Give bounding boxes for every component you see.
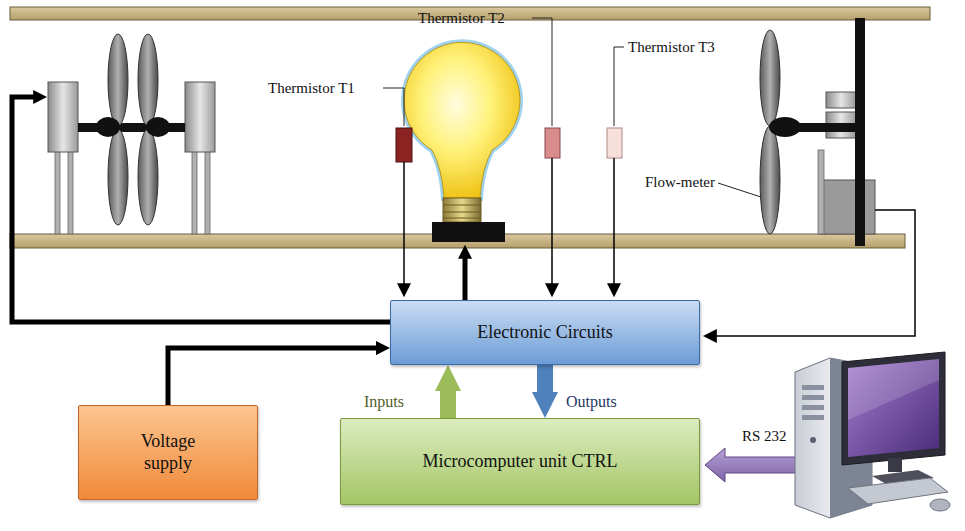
outlet-flow-meter-part bbox=[760, 126, 780, 234]
signal-wires-part bbox=[463, 256, 468, 300]
light-bulb-part bbox=[432, 222, 505, 242]
sensor-label: Flow-meter bbox=[645, 174, 715, 191]
link-label: RS 232 bbox=[742, 428, 787, 445]
output-arrow bbox=[537, 365, 553, 392]
sensor-label: Thermistor T3 bbox=[628, 39, 715, 56]
box-label: Microcomputer unit CTRL bbox=[423, 451, 618, 473]
inlet-fans-part bbox=[108, 129, 128, 225]
outlet-flow-meter-part bbox=[818, 150, 824, 234]
light-bulb-part bbox=[443, 212, 481, 213]
signal-wires-part bbox=[403, 162, 405, 286]
outlet-flow-meter-part bbox=[826, 92, 856, 108]
signal-wires-part bbox=[551, 158, 553, 286]
computer-icon-part bbox=[802, 385, 824, 390]
light-bulb-part bbox=[443, 218, 481, 219]
light-bulb-part bbox=[404, 42, 520, 198]
computer-icon-part bbox=[848, 478, 948, 504]
light-bulb bbox=[404, 42, 520, 242]
sensor-label: Thermistor T2 bbox=[418, 10, 505, 27]
signal-wires-part bbox=[613, 158, 615, 286]
computer-icon-part bbox=[848, 359, 939, 420]
signal-label: Outputs bbox=[566, 393, 617, 411]
power-supply-box: Voltage supply bbox=[78, 405, 258, 500]
inlet-fans-part bbox=[146, 117, 170, 137]
thermistor-sensors-part bbox=[545, 128, 560, 158]
sensor-label: Thermistor T1 bbox=[268, 80, 355, 97]
computer-icon-part bbox=[802, 405, 824, 410]
light-bulb-part bbox=[443, 198, 481, 222]
inlet-fans-part bbox=[138, 34, 158, 126]
leader-lines-part bbox=[532, 18, 552, 126]
inlet-fans-part bbox=[68, 150, 73, 234]
outlet-flow-meter-part bbox=[760, 30, 780, 126]
thermistor-sensors-part bbox=[396, 128, 412, 162]
outlet-flow-meter-part bbox=[769, 117, 801, 137]
inlet-fans-part bbox=[96, 117, 120, 137]
computer-icon-part bbox=[842, 352, 945, 465]
outlet-flow-meter-part bbox=[855, 18, 865, 246]
thermistor-sensors bbox=[396, 128, 622, 162]
inlet-fans-part bbox=[192, 150, 197, 234]
light-bulb-part bbox=[443, 205, 481, 206]
computer-icon bbox=[795, 352, 950, 518]
inlet-fans-part bbox=[205, 150, 210, 234]
leader-lines-part bbox=[718, 183, 764, 198]
computer-icon-part bbox=[810, 437, 816, 443]
inlet-fans-part bbox=[48, 82, 78, 152]
outlet-flow-meter-part bbox=[820, 180, 875, 234]
inlet-fans-part bbox=[185, 82, 215, 152]
signal-wires-part bbox=[714, 210, 915, 336]
box-label: Voltage supply bbox=[123, 431, 213, 474]
light-bulb-part bbox=[404, 42, 520, 198]
leader-lines-part bbox=[383, 88, 404, 126]
outlet-flow-meter bbox=[760, 18, 875, 246]
power-wire bbox=[168, 348, 376, 405]
controller-box: Microcomputer unit CTRL bbox=[340, 418, 700, 505]
computer-icon-part bbox=[848, 359, 939, 457]
box-label: Electronic Circuits bbox=[477, 322, 612, 344]
signal-wires-part bbox=[12, 97, 390, 322]
computer-icon-part bbox=[802, 415, 824, 420]
signal-label: Inputs bbox=[364, 393, 404, 411]
circuit-box: Electronic Circuits bbox=[390, 300, 700, 365]
computer-icon-part bbox=[888, 458, 902, 472]
tunnel-wall bbox=[10, 7, 930, 248]
inlet-fans bbox=[48, 34, 215, 234]
leader-lines bbox=[383, 18, 764, 198]
computer-icon-part bbox=[930, 499, 950, 511]
inlet-fans-part bbox=[108, 34, 128, 126]
computer-icon-part bbox=[802, 395, 824, 400]
inlet-fans-part bbox=[55, 150, 60, 234]
thermistor-sensors-part bbox=[607, 128, 622, 158]
leader-lines-part bbox=[614, 47, 624, 126]
inlet-fans-part bbox=[138, 129, 158, 225]
input-arrow bbox=[440, 391, 456, 418]
